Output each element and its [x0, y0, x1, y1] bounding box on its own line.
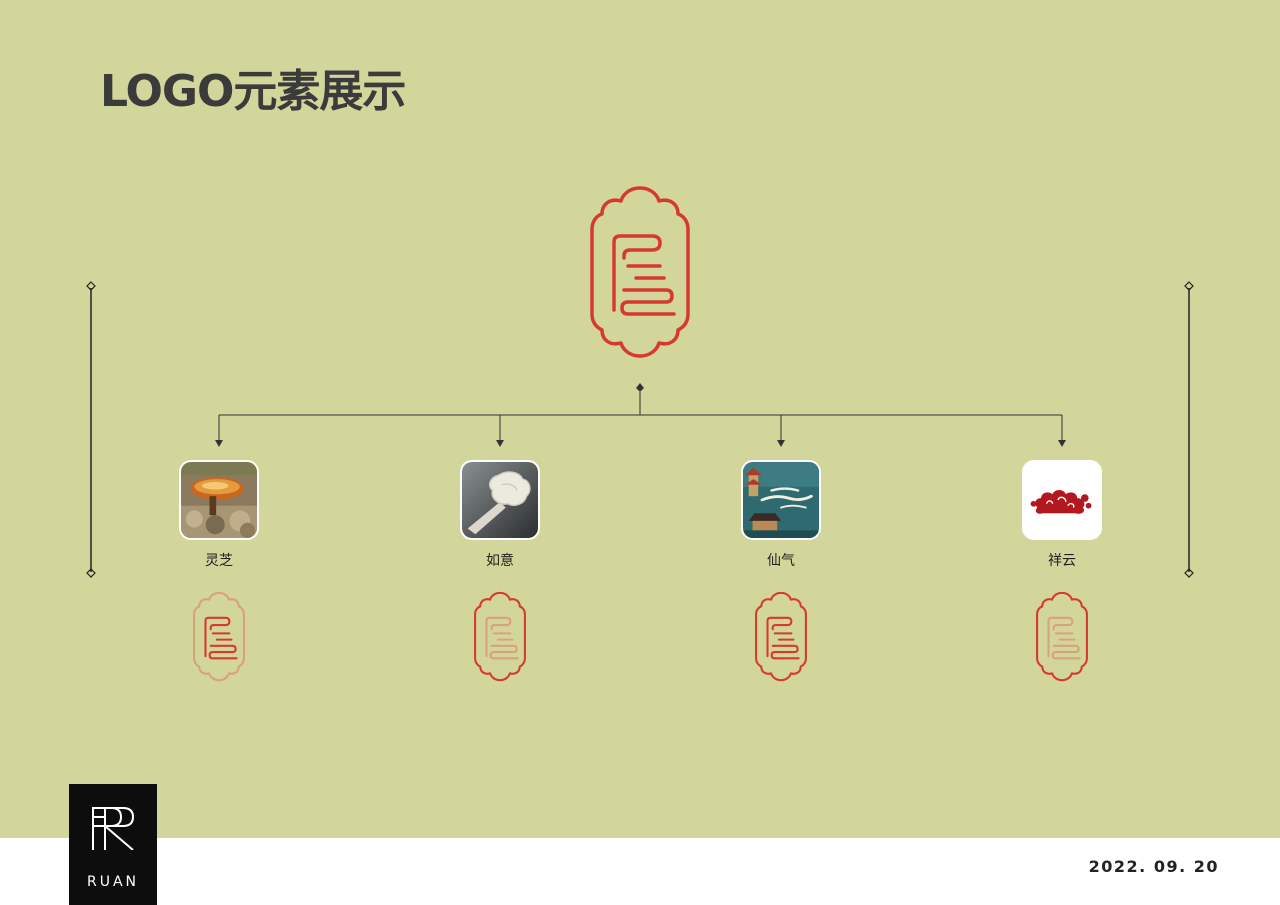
right-bracket	[1184, 281, 1194, 578]
xiangyun-cloud	[1022, 460, 1102, 540]
ruan-monogram-icon	[92, 807, 135, 850]
page-title: LOGO元素展示	[100, 66, 406, 117]
footer-bar	[0, 838, 1280, 905]
element-label: 如意	[486, 553, 514, 569]
brand-logo: RUAN	[69, 784, 157, 905]
date-label: 2022. 09. 20	[1088, 857, 1219, 876]
brand-name: RUAN	[86, 874, 140, 890]
element-label: 灵芝	[205, 553, 233, 569]
xianqi-illustration	[741, 460, 821, 540]
ruyi-photo	[460, 460, 540, 540]
left-bracket	[86, 281, 96, 578]
logo-variant-icon	[193, 591, 245, 682]
logo-variant-icon	[755, 591, 807, 682]
element-label: 祥云	[1048, 553, 1076, 569]
element-item-ruyi: 如意	[460, 460, 540, 569]
connector-lines	[86, 281, 1194, 578]
element-label: 仙气	[767, 553, 795, 569]
element-item-lingzhi: 灵芝	[179, 460, 259, 569]
logo-variant-icon	[474, 591, 526, 682]
element-item-xiangyun: 祥云	[1022, 460, 1102, 569]
element-item-xianqi: 仙气	[741, 460, 821, 569]
tree-connector	[215, 383, 1066, 447]
main-logo-icon	[590, 186, 690, 358]
artboard	[0, 0, 1280, 838]
lingzhi-photo	[179, 460, 259, 540]
logo-variant-icon	[1036, 591, 1088, 682]
